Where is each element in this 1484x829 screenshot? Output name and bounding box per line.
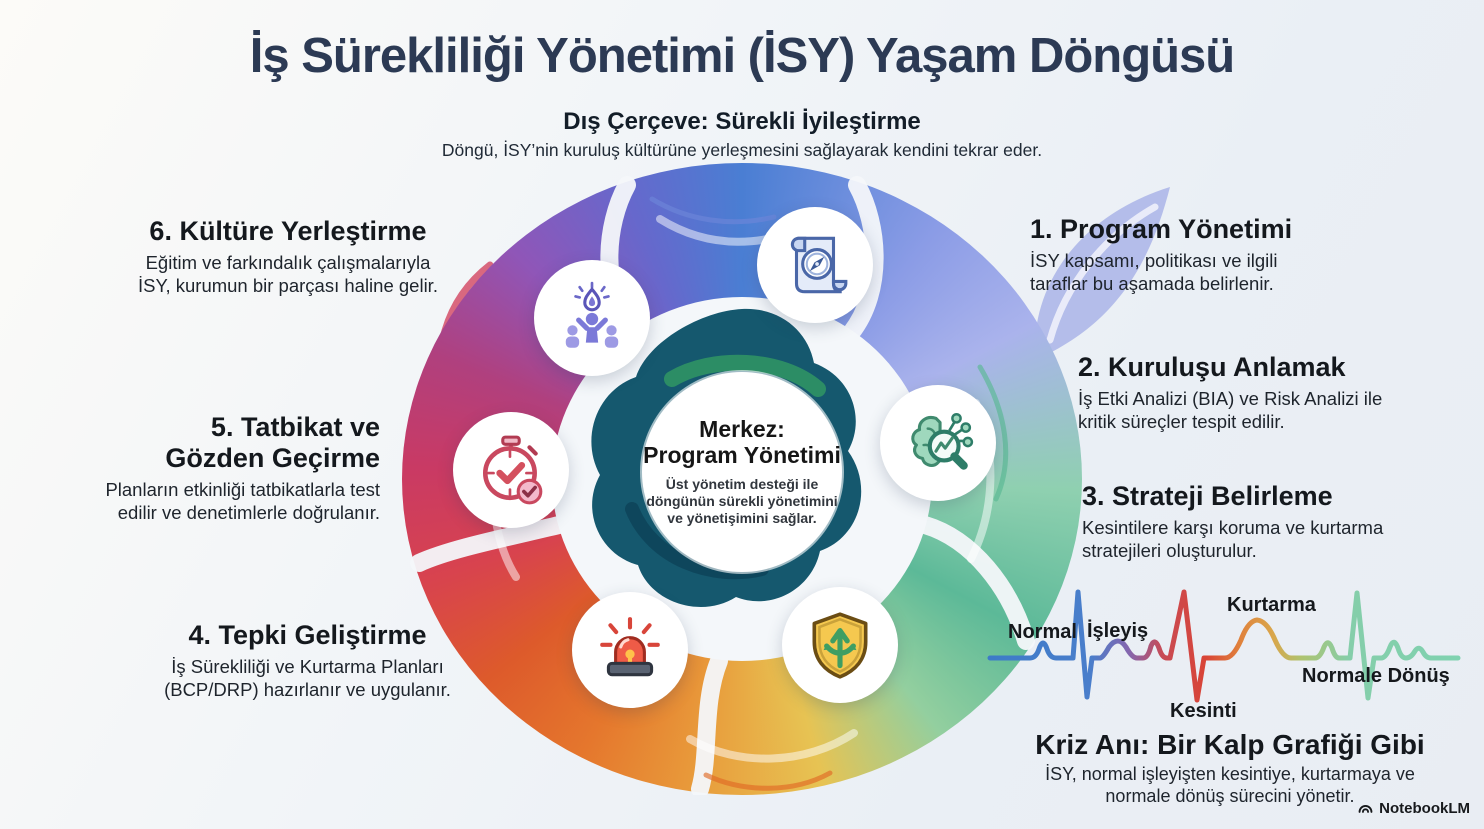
stage-4-title: 4. Tepki Geliştirme <box>188 620 427 650</box>
stage-3-title: 3. Strateji Belirleme <box>1082 481 1333 511</box>
stage-6-title: 6. Kültüre Yerleştirme <box>149 216 427 246</box>
stage-3-description: Kesintilere karşı koruma ve kurtarma str… <box>1082 517 1384 561</box>
people-culture-icon <box>565 281 619 348</box>
ekg-chart <box>987 589 1461 703</box>
stage-5-description: Planların etkinliği tatbikatlarla test e… <box>105 479 380 524</box>
stage-6-description: Eğitim ve farkındalık çalışmalarıyla İSY… <box>138 252 438 296</box>
stage-4-block: 4. Tepki Geliştirme İş Sürekliliği ve Ku… <box>150 620 465 702</box>
shield-strategy-icon <box>812 612 868 679</box>
people-culture-badge <box>534 260 650 376</box>
stage-2-block: 2. Kuruluşu Anlamak İş Etki Analizi (BIA… <box>1078 352 1438 434</box>
stage-1-title: 1. Program Yönetimi <box>1030 214 1293 244</box>
program-management-badge <box>757 207 873 323</box>
center-circle: Merkez: Program Yönetimi Üst yönetim des… <box>642 372 842 572</box>
ekg-label-normale-donus: Normale Dönüş <box>1302 665 1450 687</box>
response-badge <box>572 592 688 708</box>
stopwatch-check-icon <box>482 435 543 505</box>
ekg-label-isleyis: İşleyiş <box>1087 620 1149 642</box>
notebooklm-label: NotebookLM <box>1379 800 1470 817</box>
branding: NotebookLM <box>1357 800 1470 817</box>
stage-5-title: 5. Tatbikat ve Gözden Geçirme <box>165 412 380 474</box>
ekg-label-normal: Normal <box>1008 621 1077 643</box>
stage-1-block: 1. Program Yönetimi İSY kapsamı, politik… <box>1030 214 1380 296</box>
periwinkle-leaf-decoration <box>1034 187 1170 360</box>
strategy-badge <box>782 587 898 703</box>
ekg-title: Kriz Anı: Bir Kalp Grafiği Gibi <box>1035 729 1425 760</box>
siren-icon <box>600 617 660 677</box>
ekg-label-kurtarma: Kurtarma <box>1227 594 1316 616</box>
analysis-badge <box>880 385 996 501</box>
ekg-label-kesinti: Kesinti <box>1170 700 1237 722</box>
center-description: Üst yönetim desteği ile döngünün sürekli… <box>646 475 838 526</box>
stage-3-block: 3. Strateji Belirleme Kesintilere karşı … <box>1082 481 1422 563</box>
ekg-description: İSY, normal işleyişten kesintiye, kurtar… <box>1045 764 1415 806</box>
exercise-review-badge <box>453 412 569 528</box>
stage-5-block: 5. Tatbikat ve Gözden Geçirme Planların … <box>80 412 380 525</box>
notebooklm-logo-icon <box>1358 805 1373 813</box>
stage-4-description: İş Sürekliliği ve Kurtarma Planları (BCP… <box>164 656 451 700</box>
outer-frame-heading: Dış Çerçeve: Sürekli İyileştirme <box>563 108 921 135</box>
page-title: İş Sürekliliği Yönetimi (İSY) Yaşam Döng… <box>249 29 1235 83</box>
stage-6-block: 6. Kültüre Yerleştirme Eğitim ve farkınd… <box>128 216 448 298</box>
scroll-compass-icon <box>790 236 848 294</box>
outer-frame-description: Döngü, İSY’nin kuruluş kültürüne yerleşm… <box>441 140 1043 160</box>
stage-1-description: İSY kapsamı, politikası ve ilgili tarafl… <box>1030 250 1278 294</box>
center-title-line1: Merkez: <box>699 416 785 443</box>
stage-2-description: İş Etki Analizi (BIA) ve Risk Analizi il… <box>1078 388 1383 432</box>
center-title-line2: Program Yönetimi <box>643 441 841 468</box>
stage-2-title: 2. Kuruluşu Anlamak <box>1078 352 1346 382</box>
brain-analysis-icon <box>911 412 974 470</box>
